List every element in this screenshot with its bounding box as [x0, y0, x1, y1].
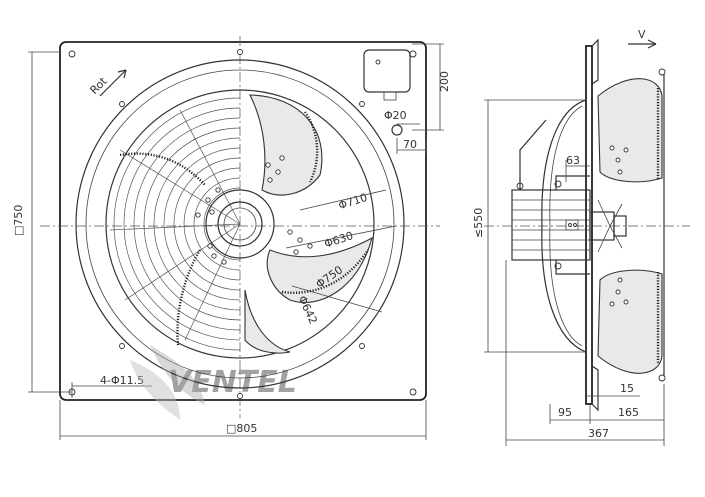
blade-bottom [244, 289, 291, 354]
height-550-label: ≤550 [472, 208, 485, 238]
mounting-plate [59, 41, 427, 401]
width-63-label: 63 [566, 154, 580, 167]
watermark-text: VENTEL [168, 365, 297, 400]
watermark-logo: VENTEL [130, 345, 297, 420]
side-blade-rivets [609, 145, 629, 307]
hub-inner [223, 207, 257, 241]
side-blade-top [597, 78, 663, 183]
terminal-box [363, 49, 411, 136]
height-200-label: 200 [438, 71, 451, 92]
plate-bolts [68, 49, 417, 399]
diameter-20-label: Φ20 [384, 109, 407, 122]
front-view: Rot Φ710 Φ630 Φ750 Φ642 Φ20 200 70 □750 … [12, 36, 451, 440]
diameter-710-label: Φ710 [337, 191, 369, 213]
motor-bracket [519, 119, 547, 190]
side-plate [585, 45, 593, 405]
venturi-inner [85, 69, 395, 379]
width-95-label: 95 [558, 406, 572, 419]
width-70-label: 70 [403, 138, 417, 151]
airflow-label: V [638, 28, 646, 41]
venturi-outer [75, 59, 405, 389]
rotation-indicator: Rot [88, 69, 127, 97]
blade-top [249, 94, 323, 196]
side-blade-bottom [597, 269, 663, 374]
guard-ring [105, 89, 375, 359]
width-165-label: 165 [618, 406, 639, 419]
blade-edge-upper-left [119, 152, 206, 186]
shaft-nut [613, 215, 627, 237]
guard-profile [541, 99, 587, 353]
side-805-label: □805 [226, 422, 257, 435]
width-367-label: 367 [588, 427, 609, 440]
hub-outer [205, 189, 275, 259]
rotation-label: Rot [88, 74, 111, 97]
side-750-label: □750 [12, 205, 25, 236]
motor-body [511, 180, 591, 270]
blade-rivets [195, 155, 313, 265]
mount-hole-label: 4-Φ11.5 [100, 374, 144, 387]
cable-gland [391, 124, 403, 136]
side-view: V ≤550 63 15 95 165 367 [472, 28, 690, 446]
blade-edge-top [304, 111, 319, 183]
guard-grill [109, 97, 241, 351]
hub-middle [217, 201, 263, 247]
blade-edge-lower-left [176, 249, 202, 346]
width-15-label: 15 [620, 382, 634, 395]
